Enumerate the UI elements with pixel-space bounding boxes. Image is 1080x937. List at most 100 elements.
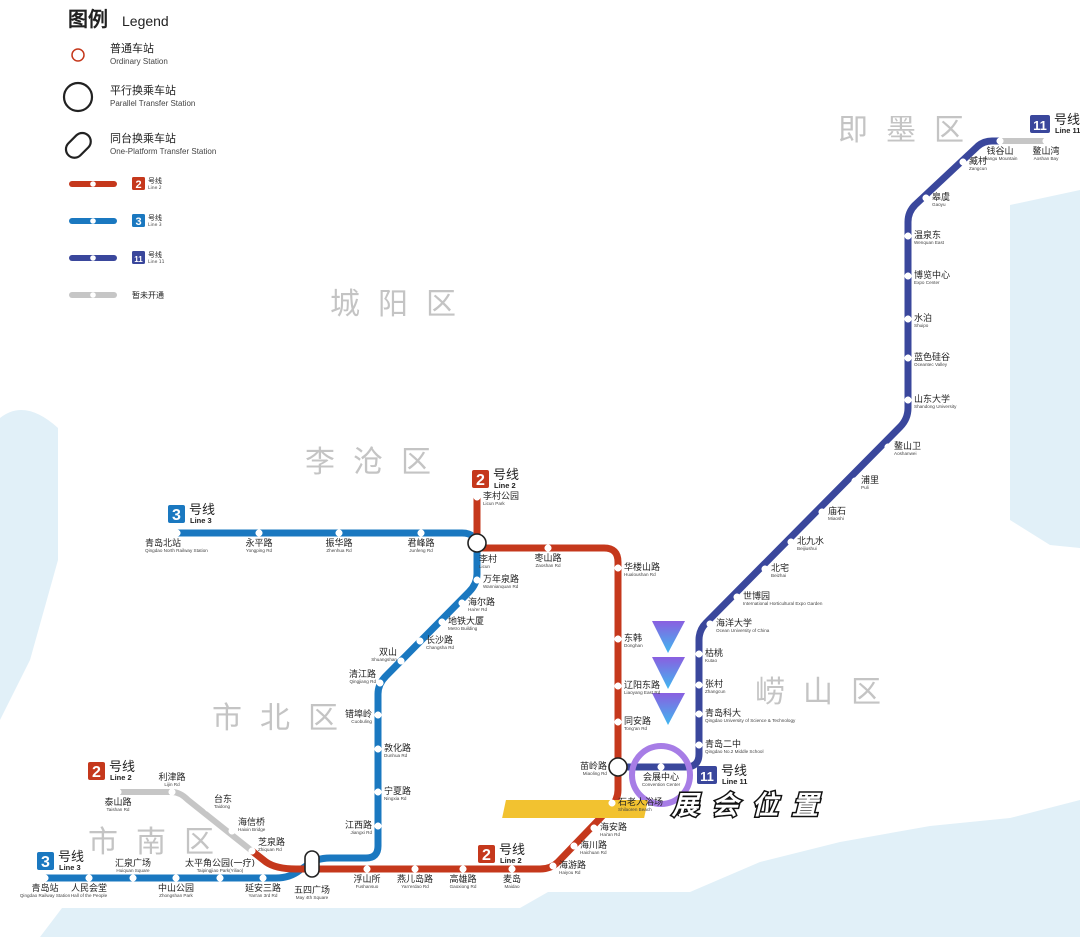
station-name-cn: 利津路 bbox=[158, 771, 185, 783]
station-name-cn: 双山 bbox=[379, 647, 397, 658]
station-name-cn: 博览中心 bbox=[914, 269, 950, 281]
station-dot-icon bbox=[904, 272, 912, 280]
station-dot-icon bbox=[85, 874, 93, 882]
line-number: 3 bbox=[41, 854, 50, 871]
station-name-cn: 会展中心 bbox=[643, 771, 679, 783]
station-dot-icon bbox=[959, 158, 967, 166]
station-name-cn: 庙石 bbox=[828, 505, 846, 517]
station-name-en: Haichuan Rd bbox=[580, 850, 607, 855]
station-dot-icon bbox=[922, 194, 930, 202]
station-name-cn: 君峰路 bbox=[407, 537, 434, 549]
station-dot-icon bbox=[129, 874, 137, 882]
station-name-en: Qingdao Railway Station bbox=[20, 893, 71, 898]
station-dot-icon bbox=[614, 564, 622, 572]
station-dot-icon bbox=[374, 822, 382, 830]
station-name-cn: 振华路 bbox=[325, 537, 352, 549]
station-dot-icon bbox=[248, 847, 256, 855]
station-name-en: Tong'an Rd bbox=[624, 726, 648, 731]
station-name-cn: 华楼山路 bbox=[624, 561, 660, 573]
station-name-en: Changsha Rd bbox=[426, 645, 455, 650]
district-label: 城阳区 bbox=[330, 287, 474, 322]
line-number-box bbox=[1030, 115, 1050, 133]
line-number-box bbox=[478, 845, 495, 863]
station-dot-icon bbox=[417, 529, 425, 537]
station-name-en: Licun bbox=[479, 564, 490, 569]
line-number: 2 bbox=[135, 179, 141, 191]
station-name-en: Zhangcun bbox=[705, 689, 726, 694]
station-name-cn: 万年泉路 bbox=[483, 573, 519, 585]
legend-line: 暂未开通 bbox=[69, 290, 164, 300]
station-tpj[interactable]: 太平角公园(一疗)Taipingjiao Park(Yiliao) bbox=[185, 857, 255, 882]
station-dot-icon bbox=[90, 292, 96, 298]
district-label: 市南区 bbox=[88, 825, 232, 860]
station-name-cn: 海尔路 bbox=[468, 596, 495, 608]
convention-center-highlight-ring bbox=[629, 743, 693, 807]
station-name-cn: 海信桥 bbox=[238, 816, 265, 828]
station-name-cn: 鳌山卫 bbox=[894, 440, 921, 452]
